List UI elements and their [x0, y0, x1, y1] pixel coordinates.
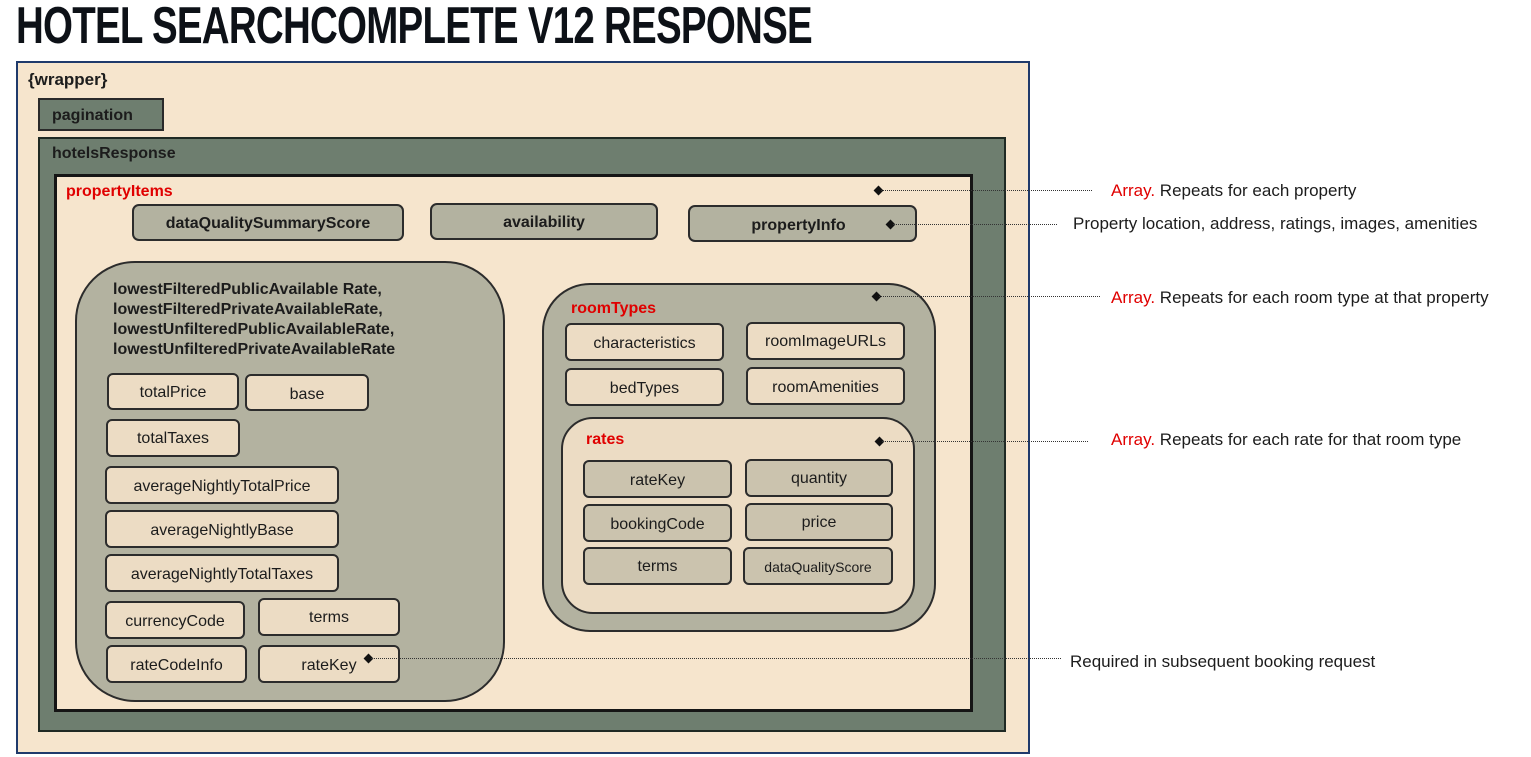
field-bed-types: bedTypes — [565, 368, 724, 406]
room-types-label: roomTypes — [571, 300, 657, 317]
field-property-info: propertyInfo — [688, 205, 917, 242]
field-currency-code: currencyCode — [105, 601, 245, 639]
annotation-rates: Array. Repeats for each rate for that ro… — [1111, 430, 1461, 450]
wrapper-label: {wrapper} — [28, 70, 108, 89]
hotels-response-label: hotelsResponse — [52, 145, 176, 162]
field-terms: terms — [258, 598, 400, 636]
annotation-prefix: Array. — [1111, 430, 1156, 449]
annotation-prefix: Array. — [1111, 181, 1156, 200]
field-total-taxes: totalTaxes — [106, 419, 240, 457]
field-rate-code-info: rateCodeInfo — [106, 645, 247, 683]
field-total-price: totalPrice — [107, 373, 239, 410]
lowest-rates-label-line: lowestUnfilteredPrivateAvailableRate — [113, 341, 396, 358]
field-rate-key: rateKey — [583, 460, 732, 498]
field-data-quality-score: dataQualityScore — [743, 547, 893, 585]
field-rate-key: rateKey — [258, 645, 400, 683]
field-availability: availability — [430, 203, 658, 240]
field-quantity: quantity — [745, 459, 893, 497]
field-price: price — [745, 503, 893, 541]
annotation-property-items: Array. Repeats for each property — [1111, 181, 1356, 201]
field-terms: terms — [583, 547, 732, 585]
annotation-text: Repeats for each room type at that prope… — [1155, 288, 1489, 307]
rates-label: rates — [586, 431, 625, 448]
field-average-nightly-base: averageNightlyBase — [105, 510, 339, 548]
leader-line — [371, 658, 1061, 659]
field-data-quality-summary-score: dataQualitySummaryScore — [132, 204, 404, 241]
annotation-prefix: Array. — [1111, 288, 1156, 307]
lowest-rates-label-line: lowestFilteredPrivateAvailableRate, — [113, 301, 383, 318]
annotation-property-info: Property location, address, ratings, ima… — [1073, 214, 1477, 234]
lowest-rates-label: lowestFilteredPublicAvailable Rate, lowe… — [113, 280, 395, 360]
field-room-image-urls: roomImageURLs — [746, 322, 905, 360]
pagination-box: pagination — [38, 98, 164, 131]
lowest-rates-label-line: lowestUnfilteredPublicAvailableRate, — [113, 321, 395, 338]
annotation-text: Required in subsequent booking request — [1070, 652, 1376, 671]
field-booking-code: bookingCode — [583, 504, 732, 542]
annotation-room-types: Array. Repeats for each room type at tha… — [1111, 288, 1489, 308]
annotation-text: Repeats for each rate for that room type — [1155, 430, 1462, 449]
leader-line — [893, 224, 1057, 225]
annotation-text: Property location, address, ratings, ima… — [1073, 214, 1478, 233]
field-average-nightly-total-taxes: averageNightlyTotalTaxes — [105, 554, 339, 592]
field-characteristics: characteristics — [565, 323, 724, 361]
field-base: base — [245, 374, 369, 411]
diagram-title: HOTEL SEARCHCOMPLETE V12 RESPONSE — [16, 0, 813, 55]
leader-line — [882, 441, 1088, 442]
field-average-nightly-total-price: averageNightlyTotalPrice — [105, 466, 339, 504]
leader-line — [879, 296, 1100, 297]
annotation-text: Repeats for each property — [1155, 181, 1357, 200]
lowest-rates-label-line: lowestFilteredPublicAvailable Rate, — [113, 281, 382, 298]
leader-line — [881, 190, 1092, 191]
field-room-amenities: roomAmenities — [746, 367, 905, 405]
property-items-label: propertyItems — [66, 183, 173, 200]
annotation-rate-key: Required in subsequent booking request — [1070, 652, 1375, 672]
